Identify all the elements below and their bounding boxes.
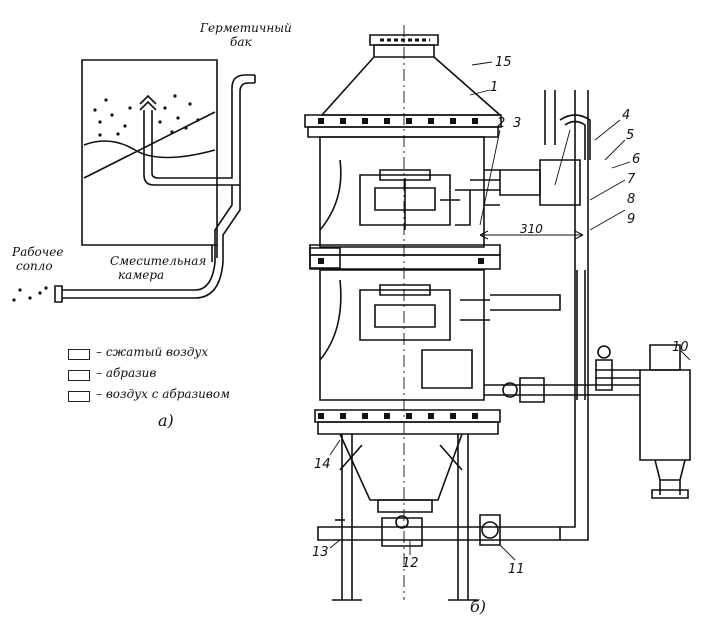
callout-9: 9 bbox=[627, 212, 636, 227]
legs bbox=[332, 434, 478, 600]
fig-b-caption: б) bbox=[470, 597, 487, 616]
sealed-tank bbox=[82, 60, 217, 245]
middle-flange bbox=[310, 245, 500, 269]
right-risers bbox=[545, 90, 640, 400]
tank-label-line2: бак bbox=[230, 35, 252, 49]
upper-flange bbox=[305, 115, 501, 137]
callout-15: 15 bbox=[495, 55, 512, 70]
callout-8: 8 bbox=[627, 192, 636, 207]
legend-label-abrasive: – абразив bbox=[96, 366, 157, 380]
chamber-label-line2: камера bbox=[118, 268, 165, 282]
leader-lines bbox=[330, 62, 690, 560]
top-cone bbox=[322, 25, 500, 600]
legend-swatch-abrasive bbox=[68, 370, 90, 381]
air-pipe-a bbox=[55, 75, 255, 302]
separator-10 bbox=[640, 345, 690, 498]
legend-swatch-compressed-air bbox=[68, 349, 90, 360]
upper-body bbox=[320, 137, 580, 247]
callout-5: 5 bbox=[626, 128, 635, 143]
callout-12: 12 bbox=[402, 556, 419, 571]
callout-7: 7 bbox=[627, 172, 636, 187]
legend-label-air-abrasive: – воздух с абразивом bbox=[96, 387, 230, 401]
fig-a-caption: а) bbox=[158, 411, 174, 430]
callout-1: 1 bbox=[490, 80, 499, 95]
callout-11: 11 bbox=[508, 562, 525, 577]
abrasive-dots bbox=[12, 94, 200, 302]
flange-bolts bbox=[318, 118, 484, 419]
side-fittings bbox=[484, 170, 640, 402]
callout-3: 3 bbox=[513, 116, 522, 131]
callout-2: 2 bbox=[497, 116, 506, 131]
callout-14: 14 bbox=[314, 457, 331, 472]
bottom-cone bbox=[340, 434, 462, 512]
legend-swatch-air-abrasive bbox=[68, 391, 90, 402]
lower-body bbox=[320, 270, 560, 400]
dimension-310 bbox=[480, 231, 583, 239]
nozzle-label-line1: Рабочее bbox=[12, 245, 64, 259]
callout-4: 4 bbox=[622, 108, 631, 123]
tank-label-line1: Герметичный bbox=[200, 21, 292, 35]
dimension-label-310: 310 bbox=[520, 222, 543, 236]
nozzle-label-line2: сопло bbox=[16, 259, 53, 273]
legend-label-compressed-air: – сжатый воздух bbox=[96, 345, 209, 359]
callout-6: 6 bbox=[632, 152, 641, 167]
callout-10: 10 bbox=[672, 340, 689, 355]
chamber-label-line1: Смесительная bbox=[110, 254, 207, 268]
bottom-pipe bbox=[318, 90, 588, 546]
callout-13: 13 bbox=[312, 545, 329, 560]
bottom-flange bbox=[315, 410, 500, 434]
